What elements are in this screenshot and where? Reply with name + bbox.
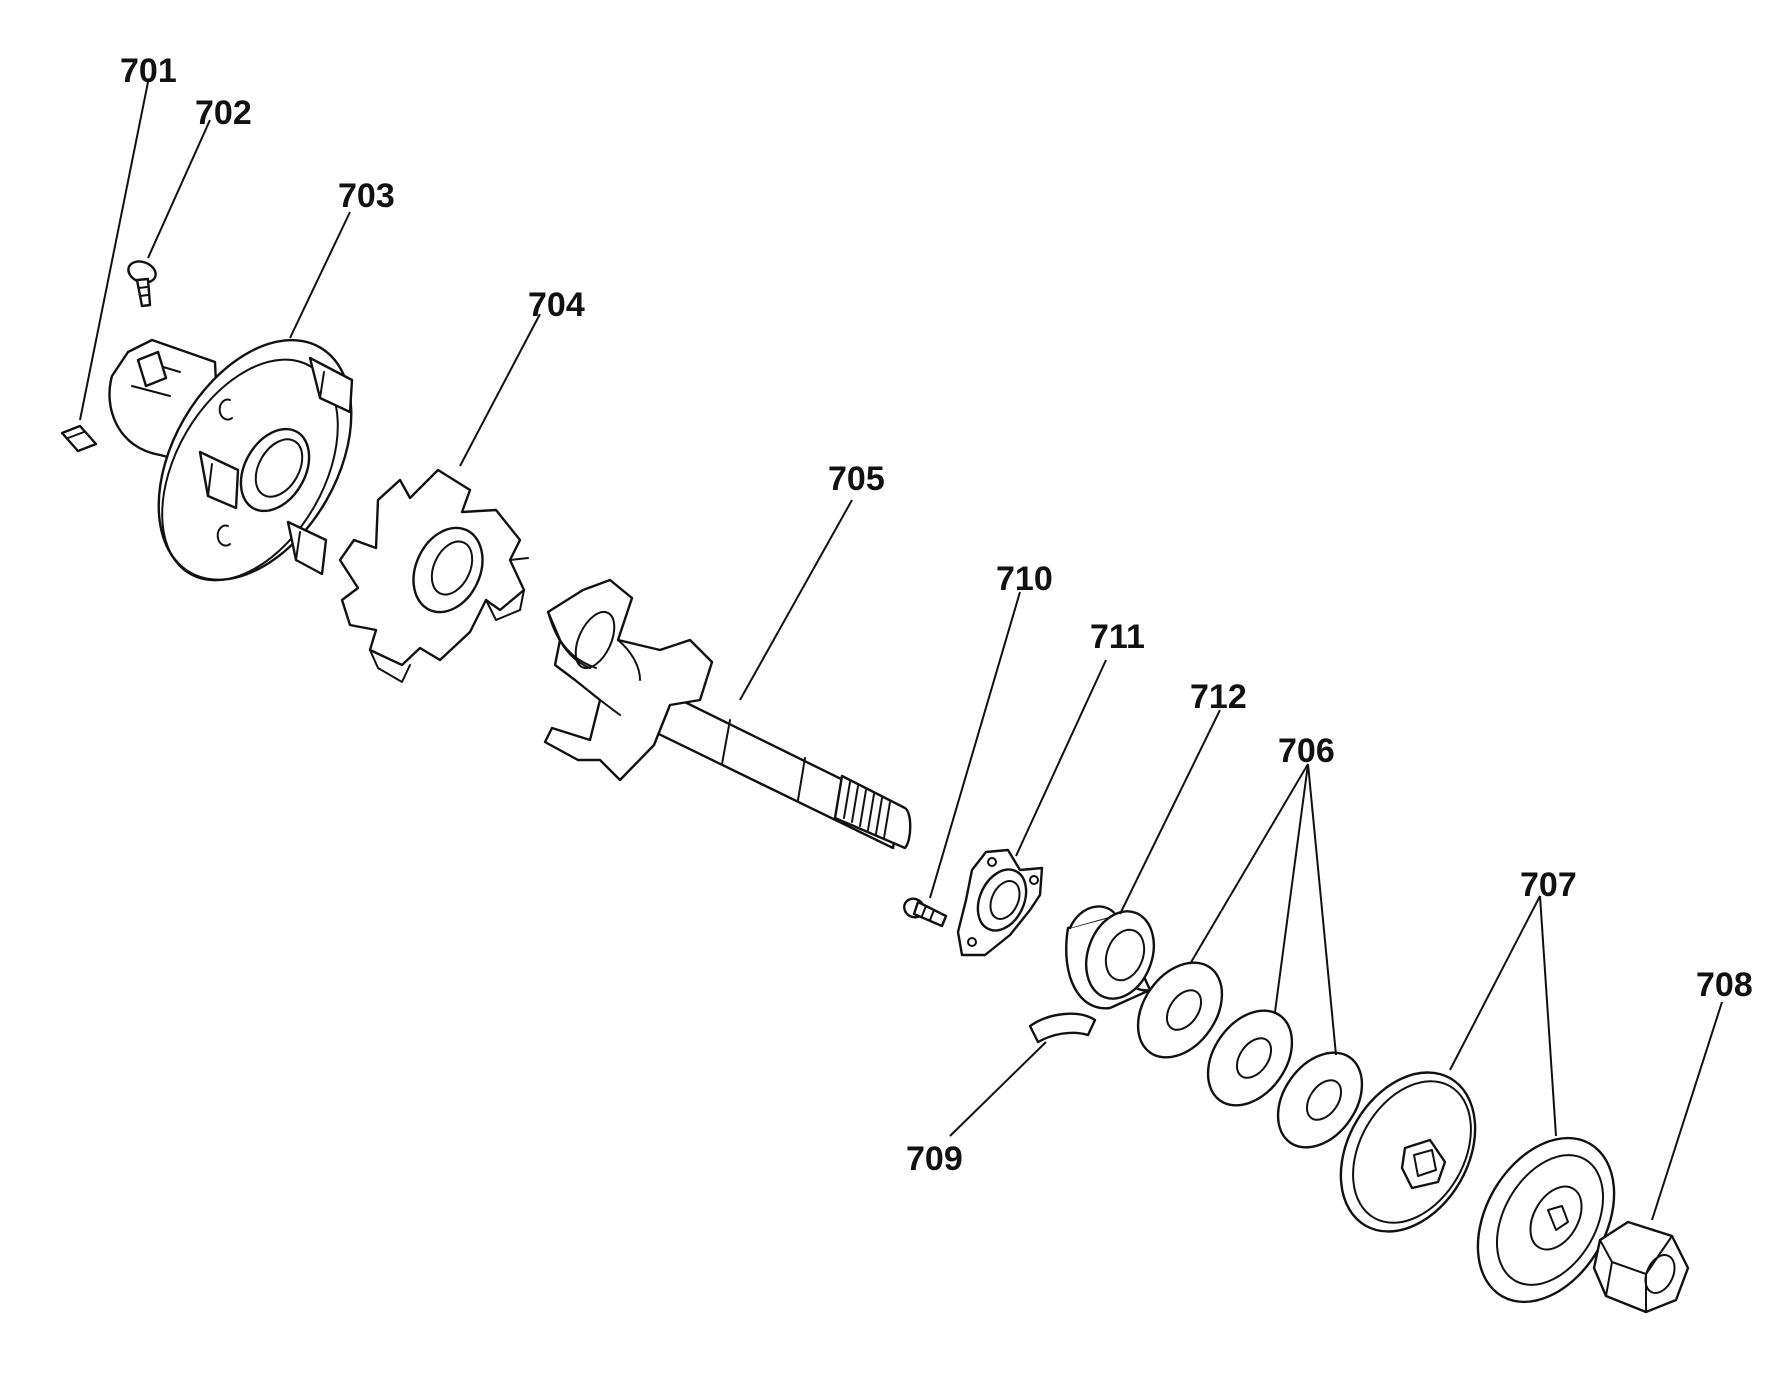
callout-704: 704 [528,286,585,324]
part-704-spider-plate [338,468,529,683]
part-703-flanged-hub [108,338,354,582]
leader-707a [1449,895,1541,1071]
leader-711 [1015,659,1107,857]
leader-703 [289,211,351,339]
leader-702 [147,119,211,259]
leader-705 [739,499,853,701]
callout-706: 706 [1278,732,1335,770]
leader-712 [1119,709,1221,915]
callout-709: 709 [906,1140,963,1178]
leader-706a [1189,763,1309,965]
leader-708 [1651,1001,1723,1221]
callout-712: 712 [1190,678,1247,716]
callout-708: 708 [1696,966,1753,1004]
leader-706c [1307,763,1337,1056]
part-711-bearing-flange [956,848,1044,957]
leader-701 [79,81,149,421]
leader-704 [459,313,541,467]
part-709-segment-key [1028,1012,1097,1044]
part-706-washers [1136,961,1364,1149]
callout-703: 703 [338,177,395,215]
part-705-shaft [543,578,912,850]
part-708-hex-nut [1592,1220,1690,1314]
part-710-bolt [903,897,948,928]
callout-710: 710 [996,560,1053,598]
callout-labels: 701 702 703 704 705 710 711 712 706 707 … [120,52,1753,1178]
part-702-screw [127,260,157,308]
leader-707b [1539,895,1557,1137]
callout-701: 701 [120,52,177,90]
part-707-cup-washers [1339,1071,1616,1304]
callout-711: 711 [1090,618,1145,656]
callout-707: 707 [1520,866,1577,904]
leader-706b [1274,763,1309,1013]
callout-705: 705 [828,460,885,498]
leader-709 [949,1041,1047,1137]
leader-lines [79,81,1723,1221]
leader-710 [929,591,1021,899]
part-701-key [60,424,98,453]
callout-702: 702 [195,94,252,132]
